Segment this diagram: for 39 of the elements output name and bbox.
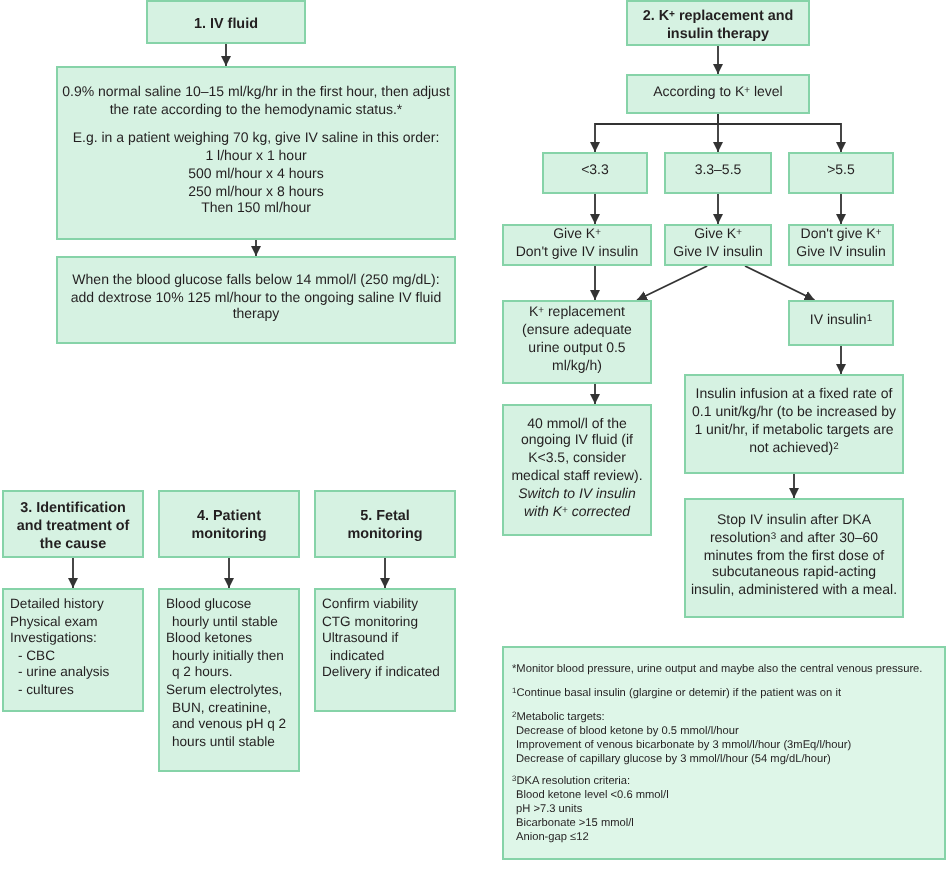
process-box	[502, 404, 652, 536]
process-box	[542, 152, 648, 194]
process-box	[788, 152, 894, 194]
footnote-box	[502, 646, 946, 860]
process-box	[664, 152, 772, 194]
process-box	[684, 498, 904, 618]
arrow	[380, 557, 390, 589]
process-box	[56, 256, 456, 344]
arrow	[590, 265, 600, 301]
process-box	[684, 374, 904, 474]
arrow	[251, 239, 261, 257]
arrow	[224, 557, 234, 589]
arrow	[221, 43, 231, 67]
process-box	[2, 588, 144, 712]
arrow	[789, 473, 799, 499]
step-header-box	[314, 490, 456, 558]
arrow	[713, 193, 723, 225]
arrow	[836, 345, 846, 375]
arrow	[836, 193, 846, 225]
arrow	[717, 113, 846, 153]
arrow	[590, 383, 600, 405]
process-box	[502, 300, 652, 384]
step-header-box	[146, 0, 306, 44]
process-box	[502, 224, 652, 266]
arrow	[636, 265, 709, 301]
process-box	[314, 588, 456, 712]
process-box	[788, 300, 894, 346]
arrow	[590, 193, 600, 225]
step-header-box	[158, 490, 300, 558]
process-box	[626, 74, 810, 114]
step-header-box	[2, 490, 144, 558]
process-box	[788, 224, 894, 266]
arrow	[713, 45, 723, 75]
arrow	[744, 265, 816, 301]
process-box	[664, 224, 772, 266]
process-box	[158, 588, 300, 772]
step-header-box	[626, 0, 810, 46]
arrow	[68, 557, 78, 589]
process-box	[56, 66, 456, 240]
